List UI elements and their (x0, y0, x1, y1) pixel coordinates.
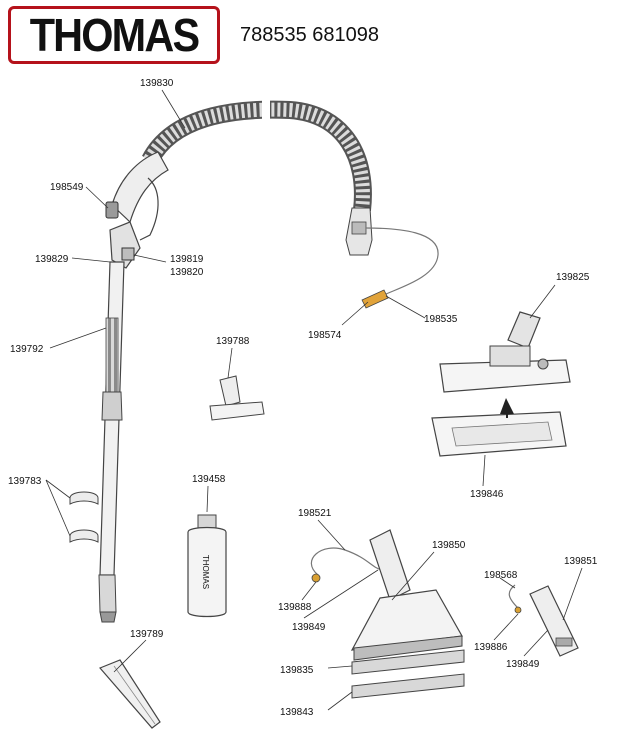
part-label-139849-b: 139849 (506, 659, 540, 670)
crevice-nozzle (98, 659, 161, 729)
thomas-logo: THOMAS (8, 6, 220, 64)
part-label-139792: 139792 (10, 344, 44, 355)
part-label-198521: 198521 (298, 508, 332, 519)
leader-lines (45, 89, 583, 711)
hose (142, 100, 373, 256)
part-label-139819: 139819 (170, 254, 204, 265)
small-upholstery-nozzle (508, 584, 579, 657)
handle-grip (105, 151, 169, 269)
part-label-139458: 139458 (192, 474, 226, 485)
part-label-139820: 139820 (170, 267, 204, 278)
spray-tube (310, 547, 383, 583)
part-label-139825: 139825 (556, 272, 590, 283)
part-label-139829: 139829 (35, 254, 69, 265)
insert-139843 (351, 673, 465, 699)
part-label-139849-a: 139849 (292, 622, 326, 633)
telescopic-tube (98, 261, 125, 623)
floor-nozzle (439, 311, 571, 393)
part-label-139851: 139851 (564, 556, 598, 567)
tube-clips (69, 491, 99, 543)
detergent-bottle: THOMAS (187, 514, 227, 618)
part-label-198568: 198568 (484, 570, 518, 581)
part-labels: 139830 198549 139829 139819 139820 13979… (8, 78, 598, 718)
part-label-139888: 139888 (278, 602, 312, 613)
part-label-139843: 139843 (280, 707, 314, 718)
part-label-198574: 198574 (308, 330, 342, 341)
spray-extraction-nozzle (350, 529, 463, 661)
part-label-198549: 198549 (50, 182, 84, 193)
part-label-198535: 198535 (424, 314, 458, 325)
carpet-insert (431, 398, 567, 457)
bottle-label: THOMAS (201, 555, 210, 589)
part-label-139835: 139835 (280, 665, 314, 676)
steam-tube (361, 227, 439, 309)
part-label-139850: 139850 (432, 540, 466, 551)
part-label-139783: 139783 (8, 476, 42, 487)
insert-139835 (351, 649, 465, 675)
part-label-139846: 139846 (470, 489, 504, 500)
brand-name: THOMAS (29, 9, 200, 61)
part-label-139886: 139886 (474, 642, 508, 653)
upholstery-nozzle (209, 375, 265, 421)
part-label-139830: 139830 (140, 78, 174, 89)
part-label-139788: 139788 (216, 336, 250, 347)
document-number: 788535 681098 (240, 24, 380, 46)
part-label-139789: 139789 (130, 629, 164, 640)
